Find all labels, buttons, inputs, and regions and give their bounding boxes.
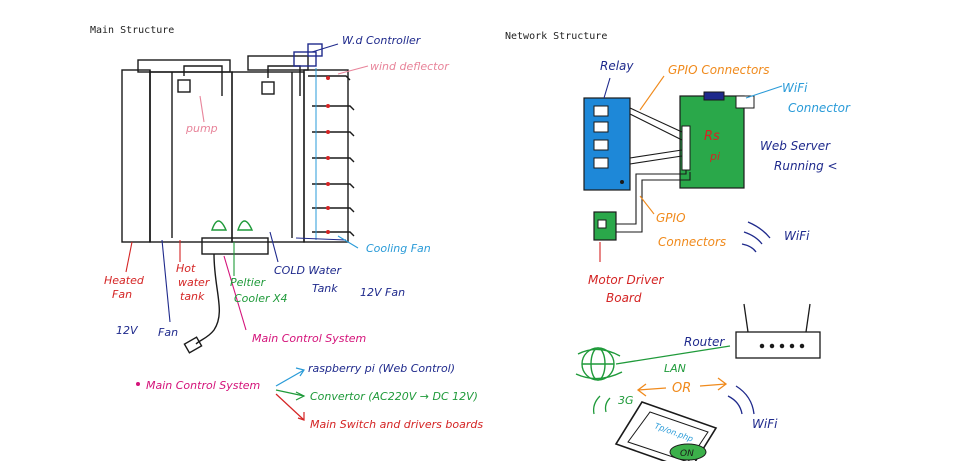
relay-board xyxy=(583,97,631,191)
cold-water-tank-block xyxy=(231,71,305,243)
peltier-coolers xyxy=(211,220,254,231)
hot-water-tank-label-1: Hot xyxy=(176,262,196,275)
gpio-top-label: GPIO Connectors xyxy=(668,63,769,77)
fan-label: Fan xyxy=(158,326,178,339)
motor-driver-board xyxy=(593,211,617,241)
cooling-fan-block xyxy=(303,69,349,243)
3g-label: 3G xyxy=(618,394,634,407)
bullet-item-convertor: Convertor (AC220V → DC 12V) xyxy=(310,390,478,403)
peltier-label-2: Cooler X4 xyxy=(234,292,288,305)
wifi-connector-label-2: Connector xyxy=(788,101,851,115)
pump-label: pump xyxy=(185,122,218,135)
wifi-waves-bottom-icon xyxy=(727,385,755,415)
phone-button-label: ON xyxy=(680,449,694,459)
control-system-breakdown: Main Control System raspberry pi (Web Co… xyxy=(136,362,483,431)
gpio-bottom-label-2: Connectors xyxy=(658,235,726,249)
raspberry-pi-board xyxy=(679,91,755,189)
cold-tank-lid xyxy=(247,55,309,71)
network-leader-lines xyxy=(599,75,783,262)
or-arrows xyxy=(636,377,728,397)
heated-fan-label-2: Fan xyxy=(112,288,132,301)
lan-link xyxy=(615,345,731,365)
web-server-label-1: Web Server xyxy=(760,139,831,153)
hot-water-tank-block xyxy=(149,71,233,243)
wifi-connector-label-1: WiFi xyxy=(782,81,808,95)
motor-driver-label-1: Motor Driver xyxy=(588,273,664,287)
gpio-bottom-label-1: GPIO xyxy=(656,211,686,225)
power-plug xyxy=(183,336,203,354)
rpi-label-2: pi xyxy=(709,150,720,163)
cold-water-tank-label-1: COLD Water xyxy=(274,264,343,277)
motor-driver-label-2: Board xyxy=(606,291,642,305)
deflector-markers xyxy=(326,76,330,234)
heated-fan-block xyxy=(121,69,151,243)
control-base xyxy=(201,237,269,255)
relay-label: Relay xyxy=(600,59,634,73)
hot-water-tank-label-2: water xyxy=(178,276,211,289)
smartphone-icon xyxy=(614,401,718,461)
v12-label: 12V xyxy=(116,324,139,337)
fan-12v-label: 12V Fan xyxy=(360,286,405,299)
wind-deflector-label: wind deflector xyxy=(370,60,450,73)
main-control-system-label: Main Control System xyxy=(252,332,366,345)
wifi-bottom-label: WiFi xyxy=(752,417,778,431)
bullet-item-rpi: raspberry pi (Web Control) xyxy=(308,362,455,375)
peltier-label-1: Peltier xyxy=(230,276,267,289)
bullet-head: Main Control System xyxy=(146,379,260,392)
main-structure-heading: Main Structure xyxy=(90,25,174,36)
internet-globe-icon xyxy=(575,347,623,381)
wd-controller-box xyxy=(293,51,317,67)
main-structure-drawing xyxy=(121,43,355,354)
wifi-waves-icon xyxy=(741,221,771,253)
lan-label: LAN xyxy=(664,362,686,375)
network-structure-heading: Network Structure xyxy=(505,31,607,42)
bullet-item-switch: Main Switch and drivers boards xyxy=(310,418,483,431)
pump-right xyxy=(261,81,275,95)
cellular-waves-icon xyxy=(592,395,611,415)
or-label: OR xyxy=(672,381,691,396)
cooling-fan-label: Cooling Fan xyxy=(366,242,431,255)
router-label: Router xyxy=(684,335,725,349)
web-server-label-2: Running < xyxy=(774,159,838,173)
phone-on-button xyxy=(669,443,707,461)
router-icon xyxy=(735,303,821,359)
wd-controller-label: W.d Controller xyxy=(342,34,422,47)
main-leader-lines xyxy=(125,43,369,331)
wifi-mid-label: WiFi xyxy=(784,229,810,243)
gpio-wiring xyxy=(616,107,691,233)
hot-water-tank-label-3: tank xyxy=(180,290,205,303)
pump-left xyxy=(177,79,191,93)
rpi-label-1: Rs xyxy=(704,129,720,144)
cold-water-tank-label-2: Tank xyxy=(312,282,338,295)
heated-fan-label-1: Heated xyxy=(104,274,145,287)
bullet-dot xyxy=(136,382,140,386)
